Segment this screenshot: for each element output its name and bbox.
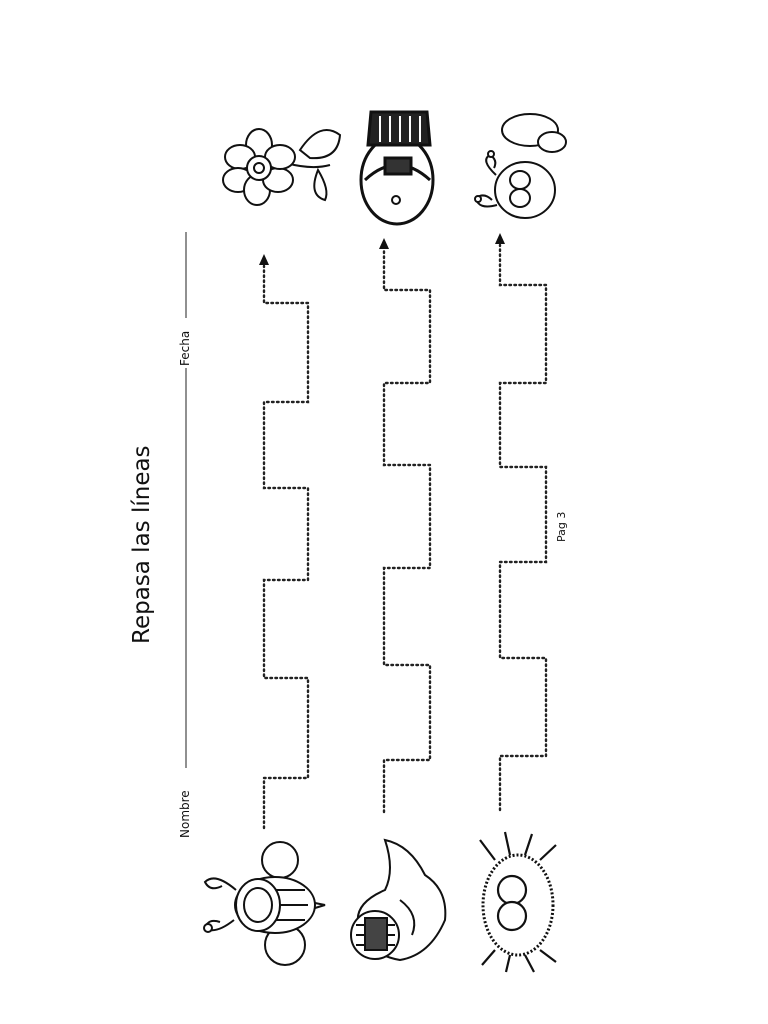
spider-icon: [479, 831, 557, 973]
flower-icon: [222, 128, 342, 206]
arrow-head-icon: [259, 254, 269, 265]
tracing-line-3[interactable]: [498, 243, 548, 812]
tracing-line-2[interactable]: [382, 248, 432, 814]
duck-icon: [350, 838, 447, 962]
arrow-head-icon: [495, 233, 505, 244]
bee-icon: [203, 841, 326, 966]
beetle-icon: [359, 110, 435, 226]
date-label: Fecha: [178, 331, 192, 366]
tracing-line-1[interactable]: [262, 264, 310, 830]
name-label: Nombre: [178, 790, 192, 838]
arrow-head-icon: [379, 238, 389, 249]
worksheet-title: Repasa las líneas: [129, 445, 155, 644]
butterfly-icon: [474, 113, 567, 219]
page-label: Pag 3: [555, 512, 568, 542]
